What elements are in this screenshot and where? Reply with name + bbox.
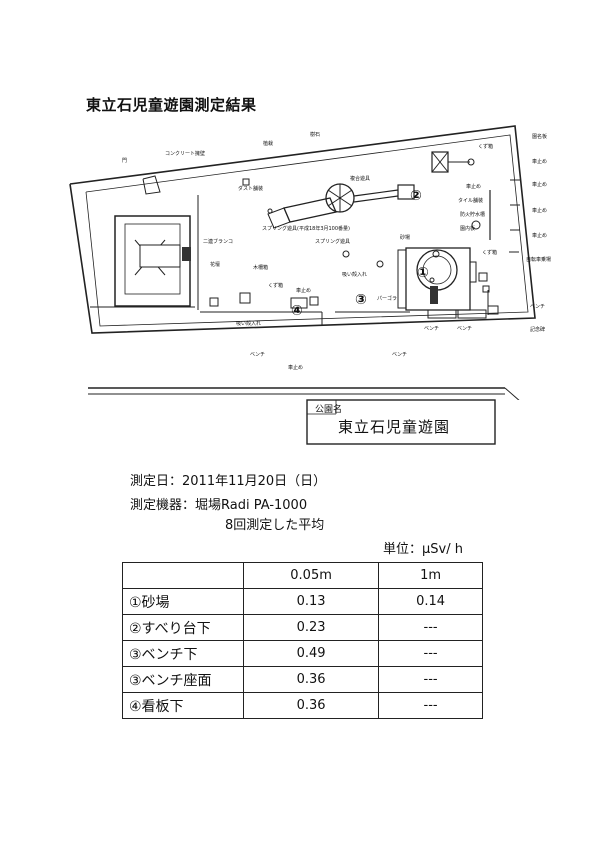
measurement-unit: 単位：μSv/ h bbox=[383, 542, 463, 557]
label-combined-play: 複合遊具 bbox=[350, 175, 370, 182]
table-row: ②すべり台下 0.23 --- bbox=[122, 614, 483, 641]
label-spring-play-2: スプリング遊具 bbox=[315, 238, 350, 245]
table-row: ③ベンチ座面 0.36 --- bbox=[122, 666, 483, 693]
label-car-stop-3: 車止め bbox=[532, 181, 547, 188]
small-equipment bbox=[209, 178, 490, 309]
point-3-marker: ③ bbox=[355, 292, 367, 308]
row-value-1m: --- bbox=[378, 614, 483, 641]
right-side-marks bbox=[509, 179, 520, 253]
double-swing-frame bbox=[114, 215, 191, 307]
label-tree: 樹石 bbox=[310, 131, 320, 138]
row-location: ①砂場 bbox=[122, 588, 244, 615]
measurement-date: 測定日：2011年11月20日（日） bbox=[130, 474, 327, 489]
label-car-stop-4: 車止め bbox=[532, 207, 547, 214]
benches-center bbox=[427, 286, 487, 319]
label-entry-2: 吸い殻入れ bbox=[342, 271, 367, 278]
label-spring-play-1: スプリング遊具(平成18年3月100番量) bbox=[262, 225, 350, 232]
map-footer-lines bbox=[88, 387, 520, 400]
park-name: 東立石児童遊園 bbox=[338, 418, 451, 436]
label-car-stop-mid: 車止め bbox=[296, 287, 311, 294]
label-wood-planter: 木柵箱 bbox=[253, 264, 268, 271]
label-double-swing: 二連ブランコ bbox=[203, 238, 233, 245]
label-pergola: パーゴラ bbox=[377, 295, 397, 302]
measurement-device: 測定機器：堀場Radi PA-1000 bbox=[130, 498, 308, 513]
table-row: ④看板下 0.36 --- bbox=[122, 692, 483, 719]
row-location: ②すべり台下 bbox=[122, 614, 244, 641]
label-trash-bin-2: くず箱 bbox=[482, 249, 497, 256]
label-entry-1: 吸い殻入れ bbox=[236, 320, 261, 327]
table-header-row: 0.05m 1m bbox=[122, 562, 483, 589]
label-gate: 門 bbox=[122, 158, 127, 164]
table-row: ③ベンチ下 0.49 --- bbox=[122, 640, 483, 667]
label-planter: 花壇 bbox=[210, 261, 220, 268]
label-car-stop-bottom: 車止め bbox=[288, 364, 303, 371]
row-location: ③ベンチ下 bbox=[122, 640, 244, 667]
label-sandbox: 砂場 bbox=[400, 234, 410, 241]
label-bench-right: ベンチ bbox=[530, 304, 545, 310]
label-car-stop-2: 車止め bbox=[466, 183, 481, 190]
label-planting: 植栽 bbox=[263, 140, 273, 147]
row-value-005m: 0.23 bbox=[242, 614, 380, 641]
label-fire-tank: 防火貯水槽 bbox=[460, 211, 485, 218]
label-concrete-wall: コンクリート擁壁 bbox=[165, 150, 205, 157]
point-4-marker: ④ bbox=[291, 303, 303, 319]
label-bench-b: ベンチ bbox=[457, 326, 472, 332]
header-cell-005m: 0.05m bbox=[242, 562, 380, 589]
park-name-label: 公園名 bbox=[315, 405, 343, 415]
label-park-sign: 園名板 bbox=[532, 133, 547, 140]
table-row: ①砂場 0.13 0.14 bbox=[122, 588, 483, 615]
label-trash-bin: くず箱 bbox=[478, 143, 493, 150]
label-drinking-fountain: 記念碑 bbox=[530, 326, 545, 333]
row-value-005m: 0.36 bbox=[242, 692, 380, 719]
gate-box bbox=[142, 175, 161, 195]
row-value-1m: --- bbox=[378, 666, 483, 693]
header-cell-blank bbox=[122, 562, 244, 589]
label-dust-pave: ダスト舗装 bbox=[238, 185, 263, 192]
page-title: 東立石児童遊園測定結果 bbox=[86, 96, 257, 114]
label-notice-board: 園内板 bbox=[460, 225, 475, 232]
row-value-1m: --- bbox=[378, 692, 483, 719]
park-name-box bbox=[306, 399, 496, 445]
label-bench-bottom-1: ベンチ bbox=[250, 352, 265, 358]
header-cell-1m: 1m bbox=[378, 562, 483, 589]
results-table: 0.05m 1m ①砂場 0.13 0.14 ②すべり台下 0.23 --- ③… bbox=[122, 562, 483, 719]
measurement-note: 8回測定した平均 bbox=[225, 518, 325, 533]
bottom-structure bbox=[200, 290, 499, 326]
point-1-marker: ① bbox=[417, 265, 429, 281]
label-car-stop-5: 車止め bbox=[532, 232, 547, 239]
row-location: ④看板下 bbox=[122, 692, 244, 719]
park-boundary bbox=[69, 125, 536, 334]
row-value-005m: 0.49 bbox=[242, 640, 380, 667]
label-bench-a: ベンチ bbox=[424, 326, 439, 332]
top-right-structure bbox=[431, 151, 491, 240]
label-trash-bottom: くず箱 bbox=[268, 282, 283, 289]
label-bench-bottom-2: ベンチ bbox=[392, 352, 407, 358]
row-value-1m: --- bbox=[378, 640, 483, 667]
park-site-map: 門 コンクリート擁壁 植栽 樹石 園名板 車止め 車止め 車止め 車止め 車止め… bbox=[69, 125, 551, 400]
label-car-stop-1: 車止め bbox=[532, 158, 547, 165]
row-value-005m: 0.13 bbox=[242, 588, 380, 615]
point-2-marker: ② bbox=[410, 188, 422, 204]
row-value-1m: 0.14 bbox=[378, 588, 483, 615]
label-bicycle-area: 自転車乗場 bbox=[526, 256, 551, 263]
row-value-005m: 0.36 bbox=[242, 666, 380, 693]
label-tile-pave: タイル舗装 bbox=[458, 197, 483, 204]
combined-play-equipment bbox=[267, 183, 415, 229]
row-location: ③ベンチ座面 bbox=[122, 666, 244, 693]
